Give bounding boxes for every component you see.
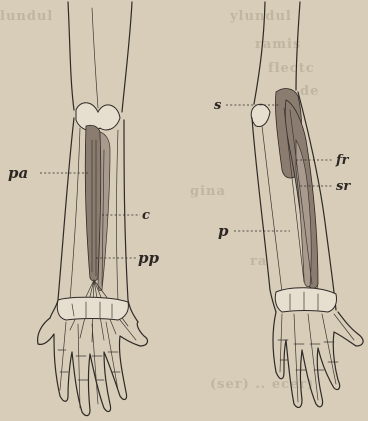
right-wrist-carpals (275, 288, 336, 312)
label-sr: sr (336, 179, 351, 194)
label-s: s (214, 98, 222, 113)
label-fr: fr (335, 153, 350, 168)
label-pa: pa (8, 164, 28, 182)
bleed-line-2: lundul (0, 9, 53, 24)
label-pp: pp (138, 249, 159, 267)
bleed-line-5: de (300, 84, 319, 99)
bleed-line-1: ylundul (229, 9, 292, 24)
left-upper-arm-inner (122, 2, 132, 112)
left-upper-arm-outer (68, 2, 74, 110)
left-wrist-carpals (57, 297, 128, 320)
bleed-through-text: ylundul lundul ramis flectc de gina ra (… (0, 9, 319, 392)
left-muscle-palmaris (85, 125, 101, 281)
bleed-line-7: ra (250, 254, 267, 269)
bleed-line-6: gina (190, 184, 226, 199)
bleed-line-4: flectc (268, 61, 315, 76)
left-arm (38, 2, 148, 416)
right-elbow-joint (251, 104, 270, 126)
left-forearm-inner (124, 120, 138, 322)
label-c: c (142, 208, 150, 223)
bleed-line-8: (ser) .. ecer) (210, 377, 314, 392)
label-p: p (218, 222, 229, 240)
left-forearm-outer (50, 118, 74, 318)
